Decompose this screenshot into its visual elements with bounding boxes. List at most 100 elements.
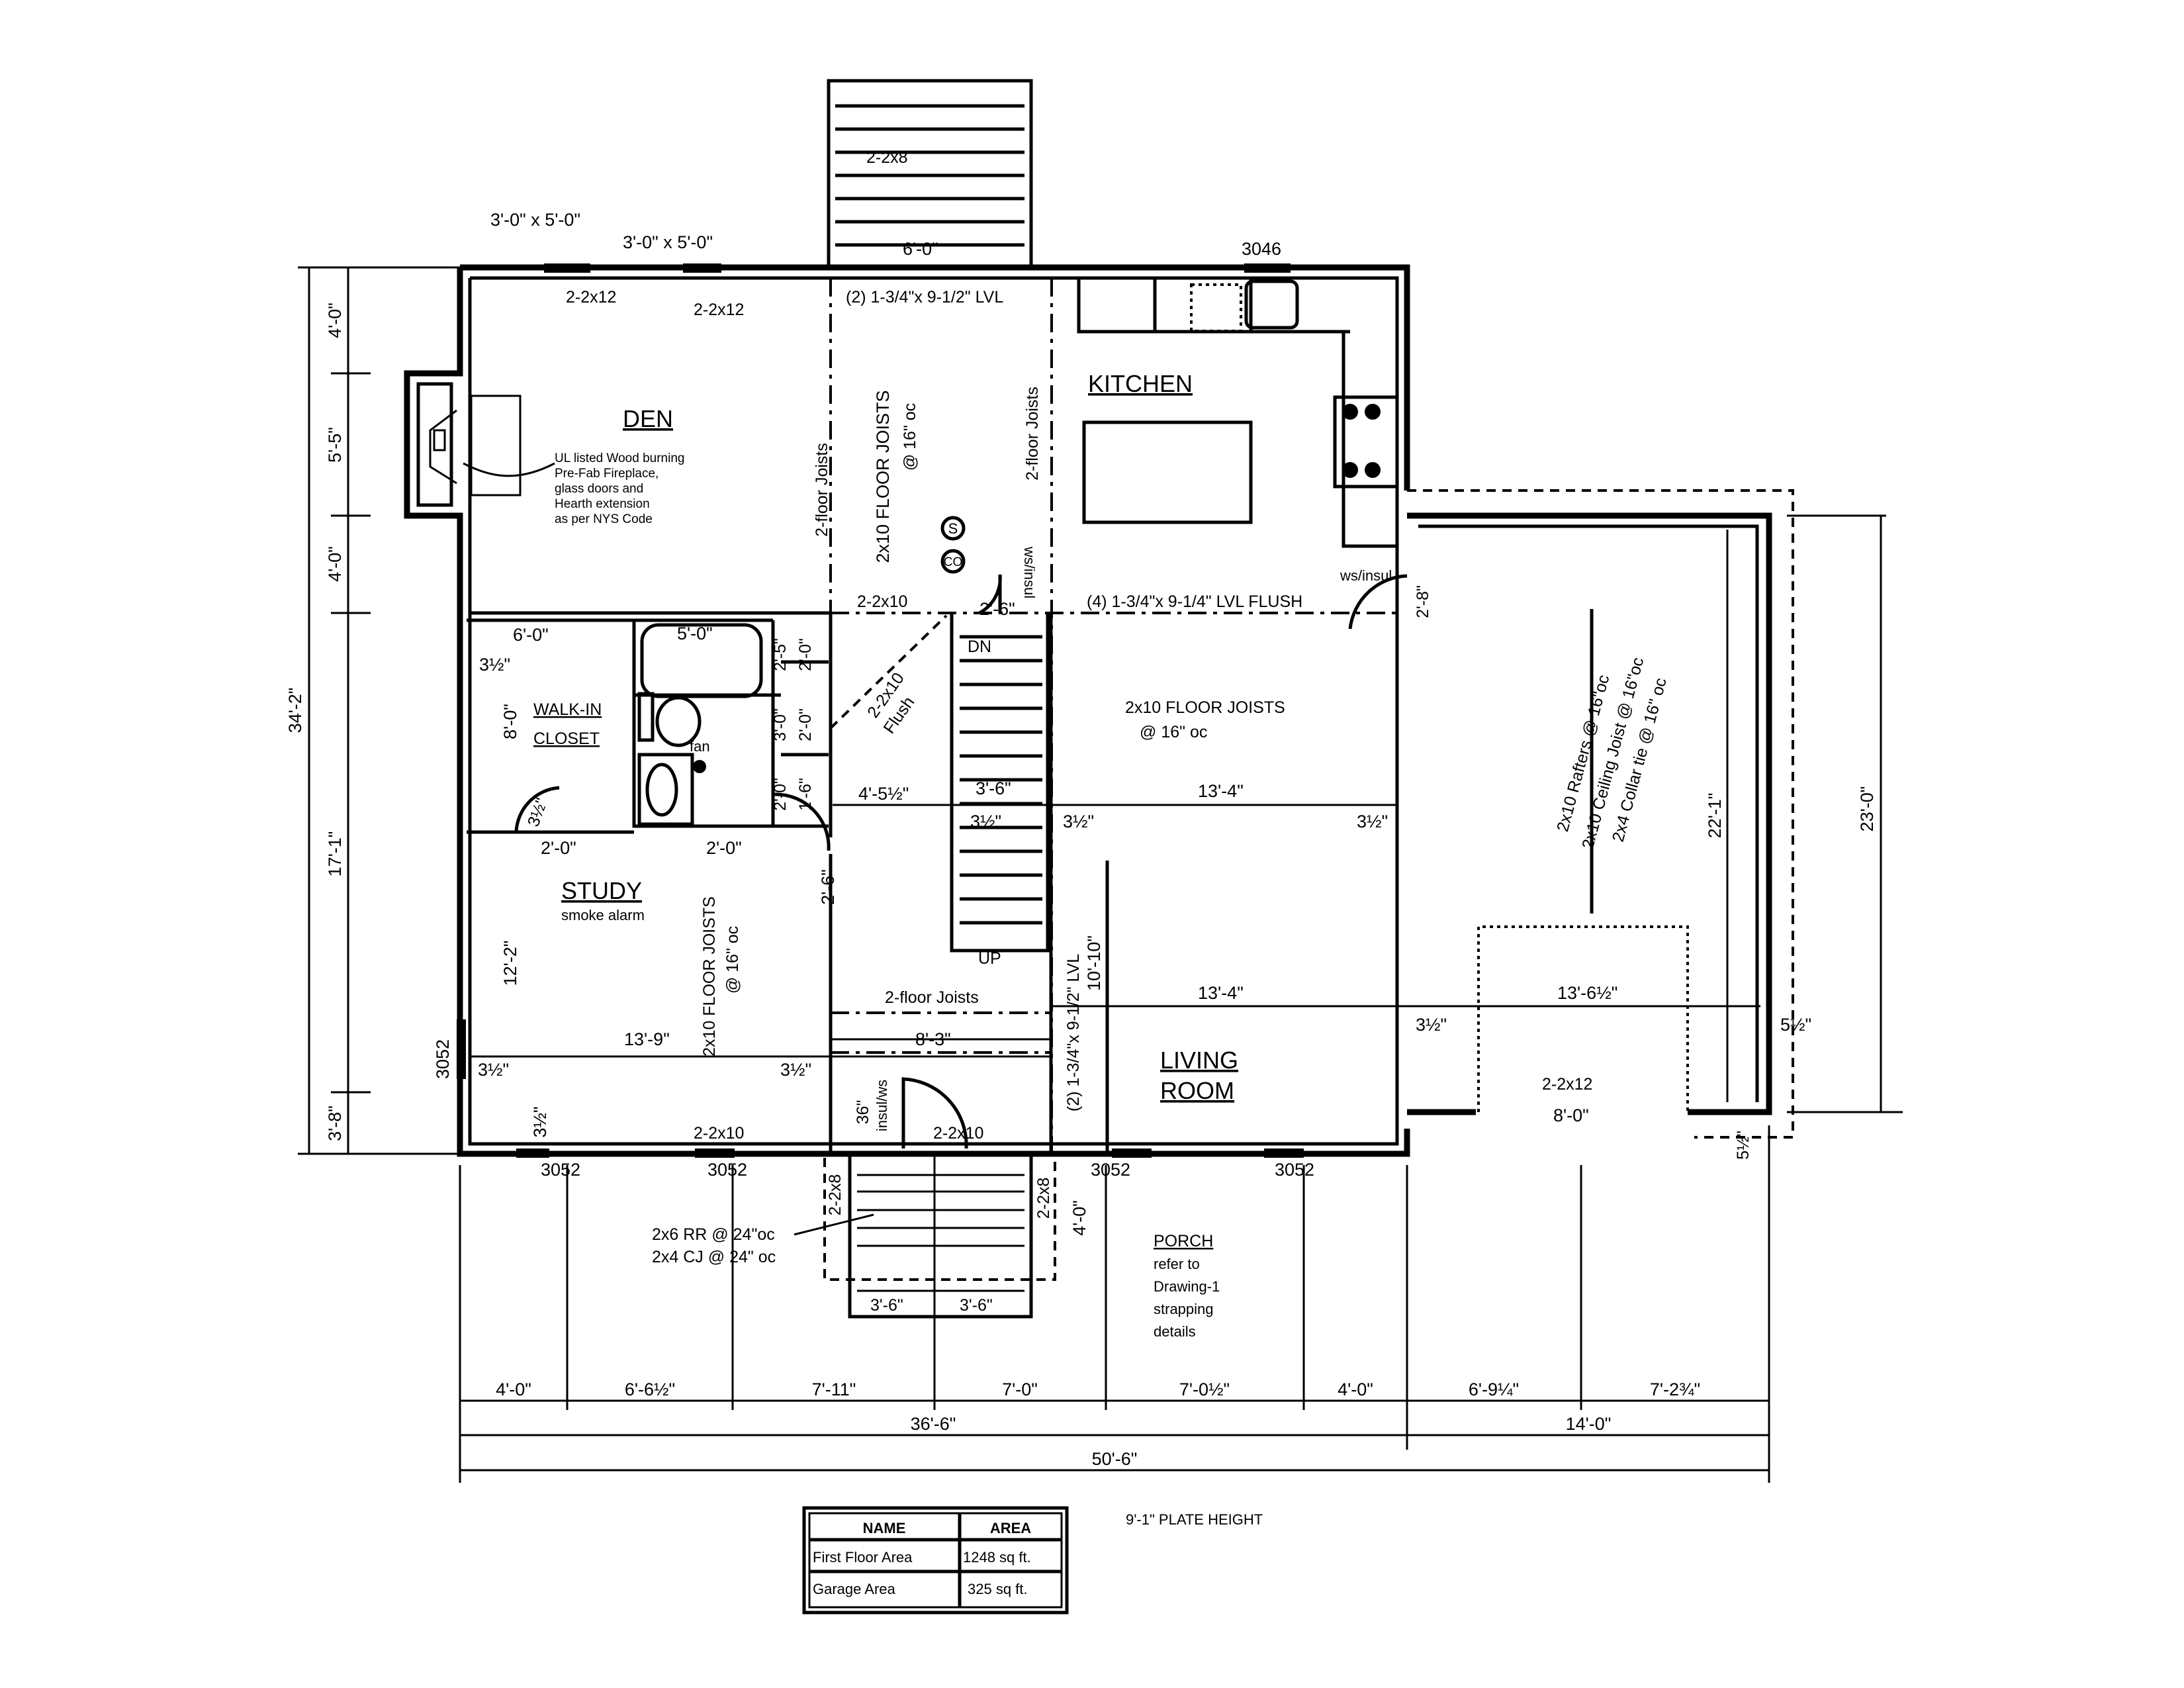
- dimension-label: 3½": [1063, 812, 1094, 831]
- dimension-label: 4'-0": [496, 1380, 531, 1399]
- dimension-label: 3'-8": [325, 1105, 345, 1141]
- door-note: ws/insul: [1021, 546, 1038, 598]
- dimension-label: 5½": [1780, 1015, 1811, 1035]
- dimension-label: 10'-10": [1084, 935, 1104, 991]
- framing-label: 2-floor Joists: [885, 988, 979, 1007]
- dimension-label: 4'-0": [1338, 1380, 1373, 1399]
- dimension-label: 8'-0": [500, 704, 520, 739]
- framing-label: 2-2x10: [933, 1124, 983, 1143]
- interior-walls: [467, 279, 1399, 1154]
- dimension-label: 36'-6": [911, 1414, 956, 1434]
- framing-label: @ 16" oc: [901, 403, 919, 471]
- dimension-label: 4'-0": [1069, 1200, 1089, 1236]
- dimension-label: 8'-3": [915, 1029, 951, 1049]
- room-label-den: DEN: [623, 405, 673, 432]
- dimension-label: 3½": [1416, 1015, 1447, 1035]
- porch-note: refer to: [1154, 1256, 1200, 1272]
- dimension-label: 1'-6": [796, 778, 815, 811]
- framing-label: @ 16" oc: [1140, 723, 1207, 741]
- fireplace-note: Hearth extension: [555, 497, 650, 511]
- dimension-label: 6'-0": [513, 625, 549, 645]
- fireplace-note: as per NYS Code: [555, 512, 653, 526]
- framing-label: (2) 1-3/4"x 9-1/2" LVL: [846, 288, 1003, 306]
- dimension-label: 3½": [530, 1106, 550, 1137]
- dimension-label: 22'-1": [1705, 793, 1725, 839]
- table-header: NAME: [863, 1520, 906, 1536]
- window-label: 3052: [1275, 1160, 1314, 1180]
- dimension-label: 2'-5": [771, 638, 790, 671]
- dimension-label: 7'-0": [1002, 1380, 1038, 1399]
- dimension-label: 2'-6": [979, 599, 1015, 619]
- door-note: insul/ws: [874, 1080, 890, 1131]
- dimension-label: 2'-0": [541, 838, 576, 858]
- dimension-label: 17'-1": [325, 831, 345, 877]
- dimension-label: 2'-8": [1414, 585, 1432, 618]
- dimension-label: 3½": [478, 1060, 509, 1080]
- labels: 3'-0" x 5'-0" 3'-0" x 5'-0" 3046 6'-0" 2…: [285, 148, 1877, 1528]
- dimension-label: 6'-9¼": [1469, 1380, 1519, 1399]
- dimension-label: 2'-0": [796, 638, 815, 671]
- dimension-label: 7'-0½": [1179, 1380, 1230, 1399]
- framing-label: @ 16" oc: [723, 926, 742, 994]
- doors: [514, 574, 1408, 1149]
- window-label: 3052: [707, 1160, 747, 1180]
- dimension-label: 23'-0": [1857, 786, 1877, 832]
- room-label-kitchen: KITCHEN: [1088, 370, 1193, 397]
- framing-label: 2x10 FLOOR JOISTS: [1125, 698, 1285, 717]
- dimension-label: 50'-6": [1092, 1449, 1138, 1469]
- dimension-label: 5'-0": [677, 624, 713, 643]
- window-label: 3046: [1242, 239, 1281, 259]
- dimension-label: 7'-2¾": [1650, 1380, 1700, 1399]
- framing-label: 2-floor Joists: [813, 443, 831, 537]
- dimension-lines: [298, 266, 1903, 1483]
- framing-label: 2-2x8: [866, 148, 908, 167]
- framing-label: 2-2x12: [1542, 1075, 1592, 1094]
- fireplace-note: UL listed Wood burning: [555, 451, 684, 465]
- dimension-label: 3'-6": [976, 778, 1011, 798]
- porch-note: Drawing-1: [1154, 1278, 1220, 1295]
- dimension-label: 3½": [1357, 812, 1388, 831]
- exterior-walls: [404, 264, 1794, 1157]
- room-label-closet: CLOSET: [533, 729, 600, 748]
- co-detector-label: CO: [944, 555, 963, 569]
- dimension-label: 13'-4": [1198, 781, 1244, 801]
- dimension-label: 6'-0": [903, 239, 938, 259]
- dimension-label: 13'-4": [1198, 983, 1244, 1003]
- window-label: 3'-0" x 5'-0": [623, 232, 713, 252]
- leader-line: [794, 1213, 874, 1236]
- door-width-label: 36": [854, 1100, 872, 1125]
- porch-note: strapping: [1154, 1301, 1214, 1317]
- dimension-label: 13'-9": [624, 1029, 670, 1049]
- framing-label: 2-2x12: [694, 301, 744, 319]
- window-label: 3052: [541, 1160, 580, 1180]
- dimension-label: 4'-5½": [858, 784, 909, 804]
- framing-label: 2-floor Joists: [1023, 387, 1042, 481]
- room-label-study: STUDY: [561, 877, 642, 904]
- table-cell: First Floor Area: [813, 1549, 913, 1566]
- window-marks: [457, 263, 1304, 1158]
- dimension-label: 13'-6½": [1557, 983, 1617, 1003]
- framing-label: 2x6 RR @ 24"oc: [652, 1225, 775, 1244]
- framing-label: (2) 1-3/4"x 9-1/2" LVL: [1064, 954, 1083, 1111]
- smoke-detector-label: S: [948, 520, 958, 537]
- smoke-detector-icon: [940, 516, 966, 541]
- dimension-label: 7'-11": [812, 1380, 856, 1399]
- plate-height-note: 9'-1" PLATE HEIGHT: [1126, 1511, 1263, 1528]
- framing-label: 2-2x8: [1034, 1178, 1053, 1219]
- study-note: smoke alarm: [561, 907, 645, 923]
- framing-label: (4) 1-3/4"x 9-1/4" LVL FLUSH: [1087, 592, 1302, 611]
- dimension-label: 5'-5": [325, 427, 345, 463]
- dimension-label: 2'-0": [771, 778, 790, 811]
- dimension-label: 3'-0": [771, 708, 790, 741]
- table-cell: Garage Area: [813, 1581, 896, 1597]
- dimension-label: 2'-0": [796, 708, 815, 741]
- framing-label: 2-2x8: [826, 1174, 844, 1216]
- stair-direction-label: UP: [978, 949, 1001, 968]
- interior-stairs: [960, 635, 1042, 925]
- fireplace-note: glass doors and: [555, 482, 643, 496]
- dimension-label: 34'-2": [285, 688, 305, 733]
- room-label-living: LIVING: [1160, 1047, 1238, 1074]
- framing-label: 2x10 FLOOR JOISTS: [873, 390, 893, 563]
- dimension-label: 3'-6": [960, 1296, 993, 1315]
